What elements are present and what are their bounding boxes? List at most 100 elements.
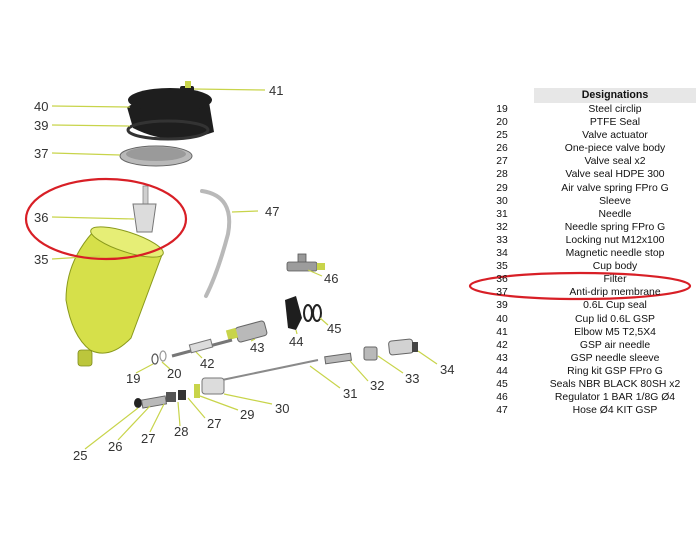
part-label: Needle spring FPro G (564, 221, 666, 233)
part-label: Regulator 1 BAR 1/8G Ø4 (554, 392, 676, 404)
part-code: 31 (496, 208, 508, 220)
part-ring-kit (285, 296, 302, 330)
part-label: Needle (598, 208, 632, 220)
part-code: 40 (496, 313, 508, 325)
part-label: Locking nut M12x100 (565, 234, 665, 246)
part-code: 34 (496, 248, 508, 260)
part-label: Air valve spring FPro G (561, 182, 669, 194)
callout-25: 25 (73, 448, 87, 463)
table-row: 37 Anti-drip membrane (470, 286, 698, 299)
part-code: 39 (496, 300, 508, 312)
table-row: 35 Cup body (470, 260, 698, 273)
part-code: 47 (496, 405, 508, 417)
part-code: 27 (496, 156, 508, 168)
part-label: Magnetic needle stop (565, 248, 665, 260)
table-row: 36 Filter (470, 273, 698, 286)
part-code: 28 (496, 169, 508, 181)
table-row: 39 0.6L Cup seal (470, 299, 698, 312)
part-cup-lid (127, 88, 214, 140)
part-label: Filter (603, 274, 627, 286)
part-code: 36 (496, 274, 508, 286)
callout-44: 44 (289, 334, 303, 349)
part-anti-drip-membrane (119, 145, 193, 167)
part-label: Hose Ø4 KIT GSP (572, 405, 658, 417)
table-row: 31 Needle (470, 208, 698, 221)
callout-28: 28 (174, 424, 188, 439)
part-code: 20 (496, 117, 508, 129)
callout-19: 19 (126, 371, 140, 386)
callout-20: 20 (167, 366, 181, 381)
part-seals (303, 304, 322, 322)
part-code: 32 (496, 221, 508, 233)
callout-29: 29 (240, 407, 254, 422)
part-label: Cup lid 0.6L GSP (575, 313, 655, 325)
part-code: 33 (496, 234, 508, 246)
part-locking-nut (363, 346, 378, 361)
highlight-filter-row (468, 271, 692, 301)
leader-lines (51, 88, 438, 450)
part-code: 35 (496, 261, 508, 273)
callout-34: 34 (440, 362, 454, 377)
callout-36: 36 (34, 210, 48, 225)
part-label: Steel circlip (588, 104, 642, 115)
part-code: 41 (496, 326, 508, 338)
part-code: 37 (496, 287, 508, 299)
table-row: 40 Cup lid 0.6L GSP (470, 313, 698, 326)
callout-47: 47 (265, 204, 279, 219)
callout-46: 46 (324, 271, 338, 286)
part-label: GSP needle sleeve (570, 352, 660, 364)
part-needle (221, 359, 319, 381)
part-label: 0.6L Cup seal (583, 300, 647, 312)
part-code: 25 (496, 130, 508, 142)
part-air-needle (171, 338, 233, 358)
callout-30: 30 (275, 401, 289, 416)
callout-35: 35 (34, 252, 48, 267)
callout-27: 27 (141, 431, 155, 446)
callout-32: 32 (370, 378, 384, 393)
part-label: Cup body (592, 261, 638, 273)
part-hose (200, 189, 232, 298)
table-row: 43 GSP needle sleeve (470, 352, 698, 365)
part-label: Anti-drip membrane (569, 287, 661, 299)
callout-41: 41 (269, 83, 283, 98)
part-needle-sleeve (225, 320, 268, 343)
callout-39: 39 (34, 118, 48, 133)
callout-40: 40 (34, 99, 48, 114)
part-code: 45 (496, 378, 508, 390)
part-elbow (180, 81, 194, 95)
part-code: 42 (496, 339, 508, 351)
table-row: 45 Seals NBR BLACK 80SH x2 (470, 378, 698, 391)
callout-37: 37 (34, 146, 48, 161)
callout-26: 26 (108, 439, 122, 454)
part-needle-spring (324, 352, 352, 365)
callout-31: 31 (343, 386, 357, 401)
part-code: 43 (496, 352, 508, 364)
table-row: 42 GSP air needle (470, 339, 698, 352)
part-code: 44 (496, 365, 508, 377)
part-label: GSP air needle (579, 339, 651, 351)
callout-numbers: 41 40 39 37 36 47 35 46 45 44 43 42 19 2… (34, 83, 454, 463)
part-code: 30 (496, 195, 508, 207)
table-row: 47 Hose Ø4 KIT GSP (470, 404, 698, 417)
table-row: 28 Valve seal HDPE 300 (470, 168, 698, 181)
part-circlip-and-seal (151, 350, 167, 365)
part-regulator (286, 253, 325, 272)
part-label: Valve seal HDPE 300 (565, 169, 665, 181)
callout-42: 42 (200, 356, 214, 371)
table-row: 32 Needle spring FPro G (470, 221, 698, 234)
callout-33: 33 (405, 371, 419, 386)
part-label: Seals NBR BLACK 80SH x2 (549, 378, 681, 390)
part-label: Sleeve (599, 195, 631, 207)
part-label: One-piece valve body (564, 143, 666, 155)
callout-27: 27 (207, 416, 221, 431)
